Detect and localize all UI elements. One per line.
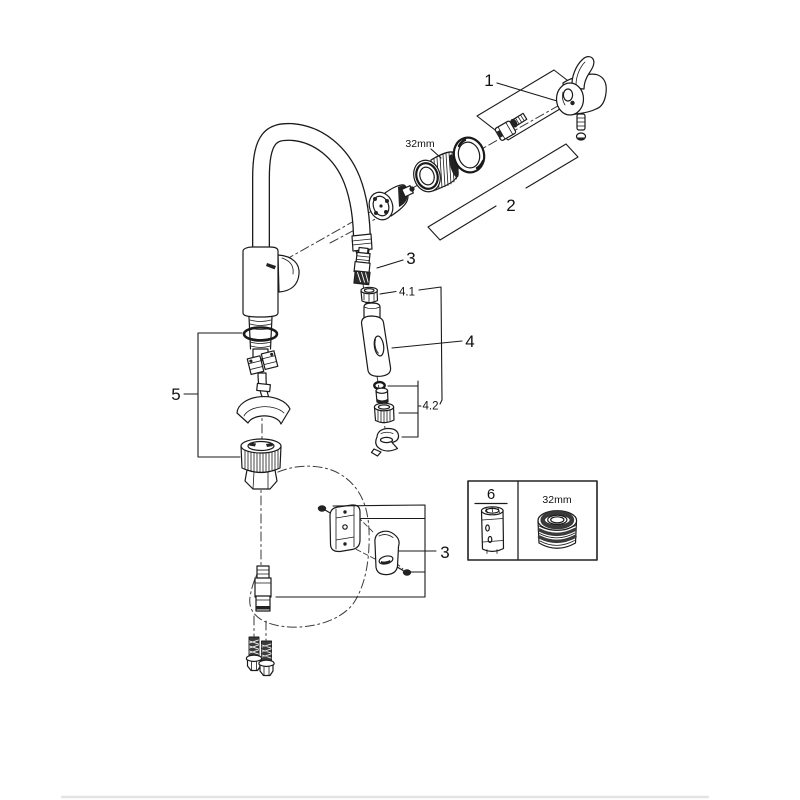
handle-spring-pin [575, 113, 587, 141]
hose-loop [249, 465, 370, 628]
callout-1-label: 1 [484, 71, 493, 90]
body-logo-mark [266, 263, 276, 270]
callout-3-top-label: 3 [406, 249, 415, 268]
service-tool [480, 506, 505, 554]
mounting-stud-1 [245, 615, 263, 672]
spare-parts-box: 6 32mm [467, 480, 598, 561]
callout-4-2-label: 4.2 [423, 401, 439, 413]
cartridge-nut-dimension: 32mm [405, 138, 434, 150]
holder-screw-bottom [397, 566, 412, 576]
spray-head-coupling [360, 286, 379, 304]
handle-screw [510, 112, 528, 128]
trim-ring [452, 136, 486, 174]
spray-head-body [360, 315, 392, 377]
bracket-4: 4.1 4 4.2 [379, 286, 475, 438]
hose-connector [353, 246, 371, 286]
spare-ring: 32mm [537, 494, 578, 549]
callout-5-label: 5 [171, 385, 180, 404]
leader-band-2 [427, 143, 579, 241]
horseshoe-washer [236, 395, 291, 425]
handle-adapter [494, 120, 517, 141]
threaded-shank [242, 316, 279, 350]
faucet-body [242, 246, 300, 318]
cartridge-nut: 32mm [405, 138, 459, 193]
callout-4-1-label: 4.1 [399, 287, 415, 299]
spout-clip [370, 427, 400, 457]
mousseur-cap [373, 402, 395, 424]
hose-end-connector [254, 565, 272, 612]
callout-3-bottom-label: 3 [440, 543, 449, 562]
bracket-5: 5 [171, 332, 243, 458]
spout [252, 122, 371, 262]
flow-insert [375, 387, 389, 404]
spare-ring-dimension: 32mm [542, 494, 571, 506]
wall-holder-clip [374, 530, 400, 576]
bracket-3-bottom: 3 [275, 504, 450, 598]
callout-4-label: 4 [465, 332, 474, 351]
mounting-stud-2 [258, 620, 275, 677]
wall-holder-plate [329, 504, 361, 553]
mounting-nut [240, 438, 282, 490]
lever-handle [555, 56, 607, 116]
callout-2-label: 2 [506, 196, 515, 215]
callout-6-label: 6 [487, 486, 495, 503]
o-ring [242, 326, 279, 342]
cartridge [368, 184, 415, 221]
